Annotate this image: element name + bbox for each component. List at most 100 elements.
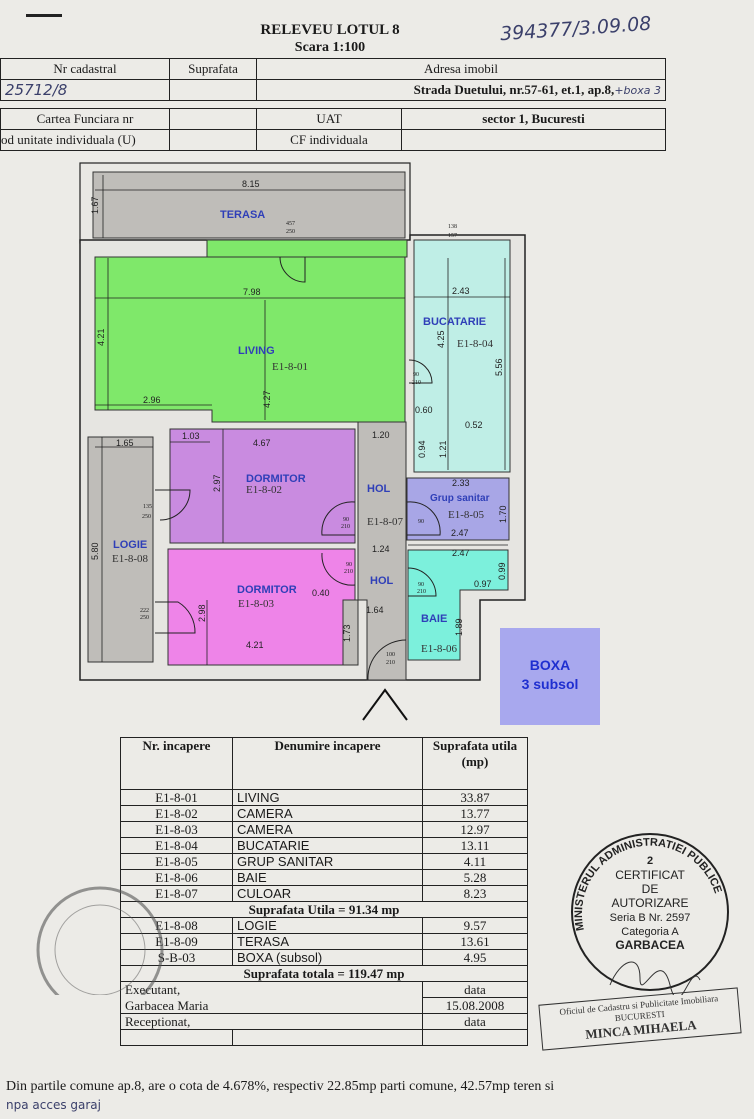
dim: 1.73 [342, 624, 352, 642]
dim: 2.97 [212, 474, 222, 492]
dim: 4.27 [262, 390, 272, 408]
door-label: 222 [140, 608, 149, 614]
dim: 2.96 [143, 395, 161, 405]
door-arc [407, 567, 437, 597]
dim: 7.98 [243, 287, 261, 297]
baie-label: BAIE [421, 613, 447, 625]
dim: 0.97 [474, 579, 492, 589]
dim: 0.94 [417, 440, 427, 458]
dimension-lines [95, 175, 510, 665]
room-area-cell: 13.77 [422, 805, 528, 822]
room-dormitor-1 [169, 428, 356, 544]
receptionat-label: Receptionat, [120, 1013, 423, 1030]
executant-label: Executant, [120, 981, 423, 998]
footer-line-2: npa acces garaj [6, 1098, 101, 1112]
document-title: RELEVEU LOTUL 8 [260, 22, 400, 38]
room-living [94, 256, 406, 423]
door-label: 210 [417, 589, 426, 595]
door-label: 157 [448, 233, 457, 239]
dim: 4.21 [246, 640, 264, 650]
logie-id: E1-8-08 [112, 553, 149, 565]
footer-line-1: Din partile comune ap.8, are o cota de 4… [6, 1079, 555, 1094]
dim: 1.70 [498, 505, 508, 523]
dim: 2.43 [452, 286, 470, 296]
col-header-suprafata: Suprafata utila (mp) [422, 737, 528, 790]
room-name-cell: BUCATARIE [232, 837, 423, 854]
floor-plan: TERASA LIVING E1-8-01 BUCATARIE E1-8-04 … [79, 162, 600, 725]
stamp-text: AUTORIZARE [611, 896, 688, 910]
dim: 1.24 [372, 544, 390, 554]
room-area-cell: 4.95 [422, 949, 528, 966]
room-id-cell: E1-8-06 [120, 869, 233, 886]
terasa-label: TERASA [220, 209, 265, 221]
room-baie [407, 549, 509, 661]
empty-cell [120, 1029, 233, 1046]
data-label-2: data [422, 1013, 528, 1030]
suprafata-label: Suprafata [169, 58, 257, 80]
stamp-text: GARBACEA [615, 938, 685, 952]
left-round-stamp [36, 886, 164, 995]
door-label: 90 [343, 517, 349, 523]
room-id-cell: S-B-03 [120, 949, 233, 966]
stamp-text: CERTIFICAT [615, 868, 685, 882]
door-label: 138 [448, 224, 457, 230]
cf-individuala-value [401, 129, 666, 151]
door-arc [321, 501, 356, 536]
adresa-value: Strada Duetului, nr.57-61, et.1, ap.8, [413, 82, 615, 97]
land-book-table: Cartea Funciara nr UAT sector 1, Bucures… [0, 108, 666, 151]
living-label: LIVING [238, 345, 275, 357]
door-label: 135 [143, 504, 152, 510]
signature [609, 961, 701, 995]
boxa-sublabel: 3 subsol [522, 676, 579, 692]
dim: 0.40 [312, 588, 330, 598]
dim: 1.03 [182, 431, 200, 441]
door-arc [155, 601, 196, 634]
dim: 5.80 [90, 542, 100, 560]
door-arc [321, 552, 356, 586]
room-name-cell: BOXA (subsol) [232, 949, 423, 966]
door-label: 90 [413, 372, 419, 378]
door-labels: 457 250 138 157 90 210 135 250 222 250 9… [140, 221, 457, 666]
dim: 1.65 [116, 438, 134, 448]
door-label: 90 [418, 582, 424, 588]
living-window [206, 239, 408, 258]
logie-label: LOGIE [113, 539, 147, 551]
adresa-handwritten: +boxa 3 [614, 84, 661, 97]
room-logie [87, 436, 154, 663]
door-label: 90 [346, 562, 352, 568]
dim: 0.60 [415, 405, 433, 415]
baie-id: E1-8-06 [421, 643, 458, 655]
empty-cell [232, 1029, 423, 1046]
dormitor-1-id: E1-8-02 [246, 484, 282, 496]
stamps: 2 CERTIFICAT DE AUTORIZARE Seria B Nr. 2… [36, 833, 729, 995]
dormitor-2-id: E1-8-03 [238, 598, 275, 610]
door-label: 250 [286, 229, 295, 235]
door-label: 90 [418, 519, 424, 525]
cf-individuala-label: CF individuala [256, 129, 402, 151]
dim: 4.25 [436, 330, 446, 348]
cod-unitate-label: od unitate individuala (U) [0, 129, 170, 151]
door-label: 210 [344, 569, 353, 575]
empty-cell [422, 1029, 528, 1046]
nr-cadastral-value: 25712/8 [0, 79, 170, 101]
dim: 4.67 [253, 438, 271, 448]
hol-1-id: E1-8-07 [367, 516, 404, 528]
room-hol [342, 421, 407, 681]
door-label: 210 [386, 660, 395, 666]
bucatarie-label: BUCATARIE [423, 316, 486, 328]
boxa-label: BOXA [530, 657, 570, 673]
dim: 4.21 [96, 328, 106, 346]
room-name-cell: BAIE [232, 869, 423, 886]
dim: 5.56 [494, 358, 504, 376]
door-arc [367, 639, 407, 681]
door-arc [279, 256, 306, 283]
cadastral-info-table: Nr cadastral Suprafata Adresa imobil 257… [0, 58, 666, 101]
dormitor-1-label: DORMITOR [246, 473, 306, 485]
ministry-stamp: 2 CERTIFICAT DE AUTORIZARE Seria B Nr. 2… [571, 833, 729, 995]
